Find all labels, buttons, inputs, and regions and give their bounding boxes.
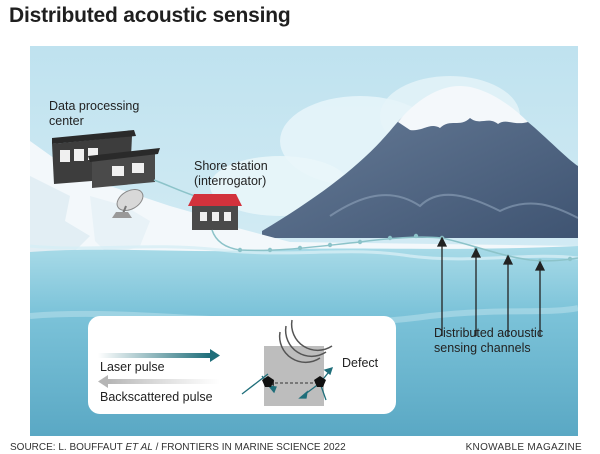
channels-label-line1: Distributed acoustic <box>434 326 544 340</box>
shore-station-label-line1: Shore station <box>194 159 268 173</box>
scene-illustration <box>29 46 579 436</box>
backscattered-pulse-label: Backscattered pulse <box>100 390 213 404</box>
brand-credit: KNOWABLE MAGAZINE <box>465 442 582 453</box>
source-suffix: / FRONTIERS IN MARINE SCIENCE 2022 <box>152 442 346 453</box>
defect-marker <box>314 376 326 387</box>
cable-node <box>357 239 363 245</box>
channels-label-line2: sensing channels <box>434 341 531 355</box>
shore-station-label-line2: (interrogator) <box>194 174 267 188</box>
channels-label: Distributed acoustic sensing channels <box>434 326 543 356</box>
laser-pulse-arrow <box>98 349 220 362</box>
backscattered-pulse-arrow <box>98 375 220 388</box>
source-italic: ET AL <box>125 442 153 453</box>
cable-node <box>567 256 573 262</box>
fiber-segment <box>264 346 324 406</box>
glacier <box>30 141 578 268</box>
data-processing-center <box>52 130 160 188</box>
acoustic-wave-icon <box>278 319 333 364</box>
cable-node <box>267 247 273 253</box>
laser-pulse-label: Laser pulse <box>100 360 165 374</box>
satellite-dish-icon <box>112 189 144 218</box>
data-center-label-line2: center <box>49 114 84 128</box>
source-prefix: SOURCE: L. BOUFFAUT <box>10 442 126 453</box>
cable-land <box>153 179 196 197</box>
shore-station <box>188 194 242 230</box>
cable-node <box>387 235 393 241</box>
mountain <box>262 86 579 238</box>
source-credit: SOURCE: L. BOUFFAUT ET AL / FRONTIERS IN… <box>10 442 346 453</box>
shore-station-label: Shore station (interrogator) <box>194 159 268 189</box>
data-center-label-line1: Data processing <box>49 99 140 113</box>
diagram-scene: Data processing center Shore station (in… <box>29 46 579 436</box>
cable-node <box>327 242 333 248</box>
cable-channel-nodes <box>237 233 573 264</box>
data-center-label: Data processing center <box>49 99 139 129</box>
cable-node <box>237 247 243 253</box>
defect-marker-left <box>262 376 274 387</box>
cable-node <box>297 245 303 251</box>
cable-node <box>413 233 419 239</box>
defect-label: Defect <box>342 356 379 370</box>
channel-arrows <box>436 236 546 336</box>
page-title: Distributed acoustic sensing <box>9 4 291 27</box>
